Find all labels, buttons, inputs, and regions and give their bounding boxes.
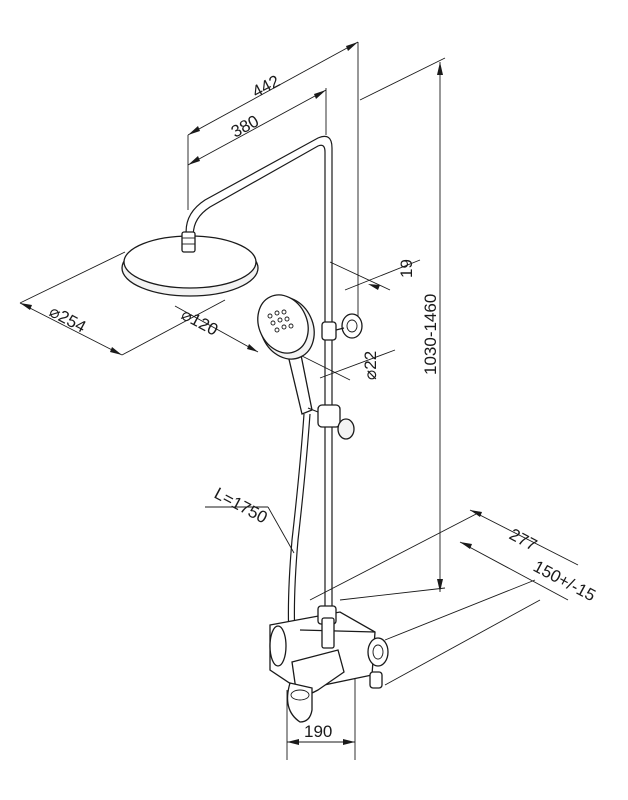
dim-arm-reach: 380 — [228, 111, 262, 141]
slider-holder — [307, 404, 355, 440]
bath-spout — [286, 649, 345, 723]
upper-holder — [321, 313, 363, 341]
spray-nozzles — [267, 309, 294, 333]
shower-hose — [287, 413, 305, 651]
wall-connector — [367, 637, 389, 689]
hand-shower — [257, 294, 315, 415]
dim-wall-depth: 277 — [506, 525, 540, 555]
dim-width-total: 442 — [249, 71, 283, 101]
rain-shower-head — [121, 231, 259, 297]
shower-arm — [185, 135, 333, 620]
dim-head-diameter: ⌀254 — [46, 302, 89, 337]
dim-spout-length: 190 — [304, 722, 332, 741]
dim-hand-shower-diameter: ⌀120 — [178, 305, 221, 340]
dimension-lines — [19, 41, 579, 760]
dim-hose-length: L=1750 — [211, 484, 270, 528]
dim-rail-diameter: ⌀22 — [361, 351, 380, 380]
dim-height-range: 1030-1460 — [421, 294, 440, 375]
dim-rail-offset: 19 — [397, 259, 416, 278]
shower-system — [121, 135, 389, 723]
